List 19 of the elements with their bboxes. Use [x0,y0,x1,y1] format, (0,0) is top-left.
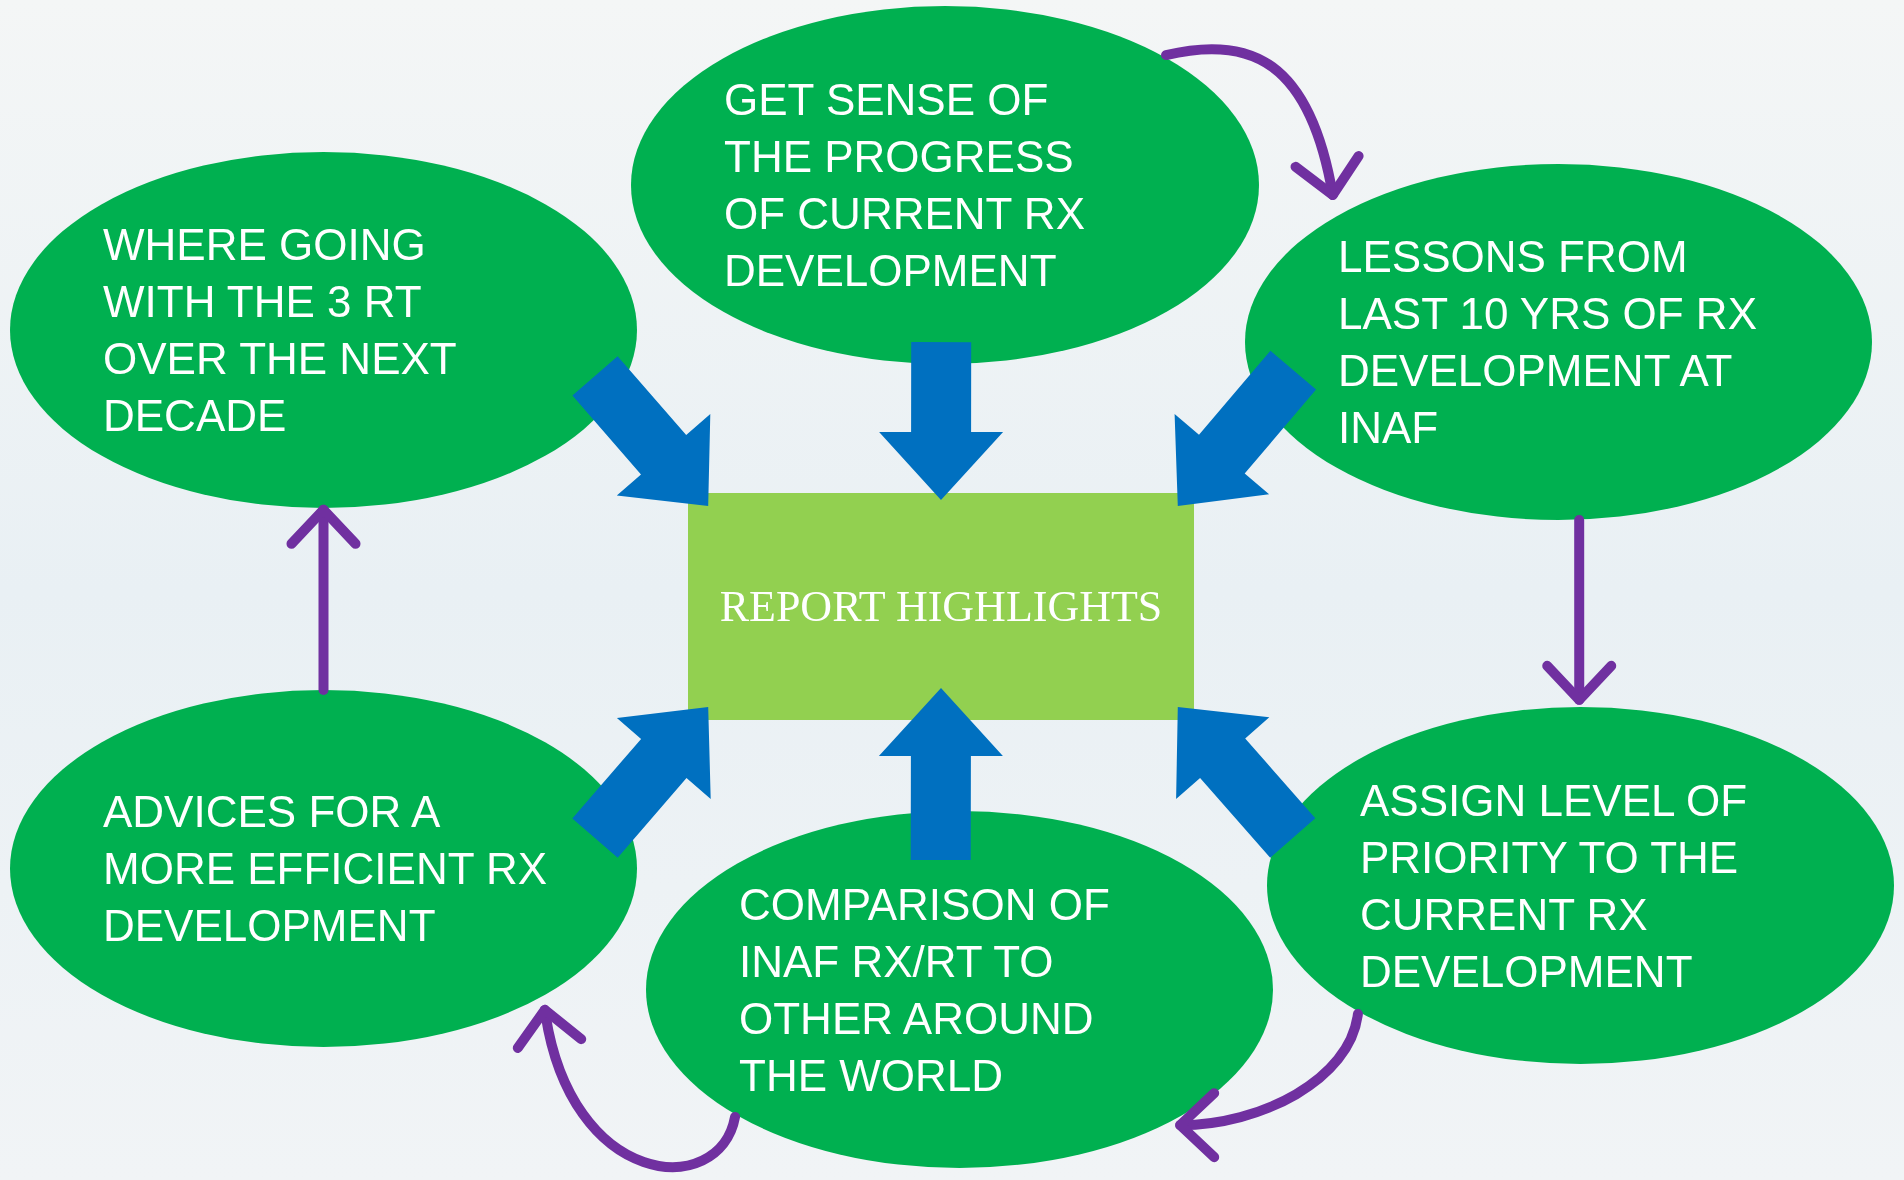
node-label: LESSONS FROM LAST 10 YRS OF RX DEVELOPMENT AT INAF [1338,231,1758,454]
node-label: ASSIGN LEVEL OF PRIORITY TO THE CURRENT RX DEVELOPMENT [1360,774,1749,998]
block-arrow [879,342,1004,500]
arrow [286,504,361,695]
block-arrow [572,707,711,858]
center-box [688,493,1194,720]
arrow [515,1004,741,1172]
block-arrow [878,688,1003,860]
node-label: COMPARISON OF INAF RX/RT TO OTHER AROUND THE WORLD [739,878,1111,1102]
node-label: GET SENSE OF THE PROGRESS OF CURRENT RX DEVELOPMENT [724,74,1086,297]
node-label: WHERE GOING WITH THE 3 RT OVER THE NEXT DECADE [103,219,457,442]
box-label: REPORT HIGHLIGHTS [719,581,1163,632]
arrow [1175,1009,1363,1161]
block-arrow [1174,350,1317,506]
node-label: ADVICES FOR A MORE EFFICIENT RX DEVELOPMENT [103,786,549,952]
block-arrow [1176,707,1316,858]
arrow [1542,515,1617,705]
arrow [1161,44,1363,200]
block-arrow [572,356,711,506]
